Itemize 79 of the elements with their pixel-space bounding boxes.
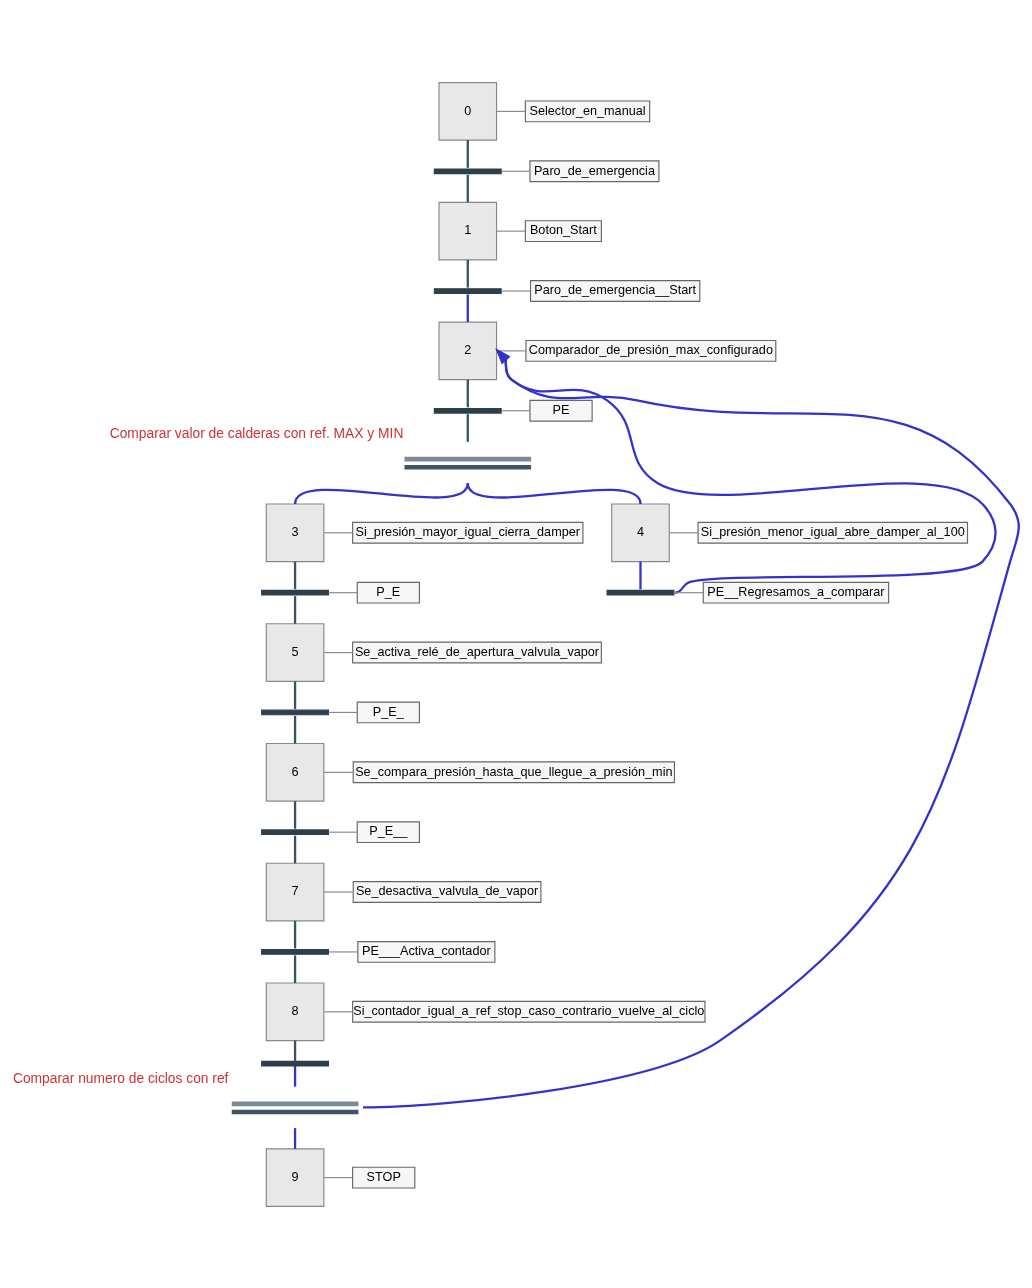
connector: [323, 1010, 353, 1012]
connector: [500, 289, 531, 292]
connector: [496, 110, 526, 112]
connector: [639, 561, 642, 589]
connector: [293, 561, 297, 589]
connector: [293, 1065, 297, 1087]
node-box: Si_presión_menor_igual_abre_damper_al_100: [697, 521, 969, 544]
connector: [500, 409, 531, 411]
node-bar: [433, 407, 502, 414]
connector: [293, 715, 297, 743]
connector: [293, 835, 297, 863]
node-box: P_E__: [356, 820, 420, 843]
node-box: Si_contador_igual_a_ref_stop_caso_contrario_vuelve_al_ciclo: [352, 1000, 706, 1023]
node-box: 7: [265, 862, 325, 921]
node-bar: [261, 1060, 330, 1066]
node-bar: [261, 828, 330, 835]
arrow: [362, 347, 1020, 1108]
node-box: 6: [265, 742, 325, 802]
connector: [293, 1127, 297, 1149]
connector: [466, 174, 469, 202]
connector: [466, 482, 642, 504]
node-box: Se_activa_relé_de_apertura_valvula_vapor: [352, 641, 602, 663]
node-box: 2: [438, 321, 498, 380]
node-box: Comparador_de_presión_max_configurado: [525, 339, 777, 362]
node-bar: [261, 709, 330, 715]
node-box: 4: [611, 502, 670, 562]
connector: [668, 531, 699, 533]
connector: [328, 591, 358, 593]
connector: [328, 950, 359, 952]
node-bar: [433, 167, 502, 174]
connector: [323, 651, 354, 653]
connector: [496, 230, 526, 232]
node-label: Comparar valor de calderas con ref. MAX y MIN: [109, 424, 404, 441]
node-box: 0: [438, 81, 498, 141]
node-box: PE___Activa_contador: [357, 940, 496, 963]
connector: [673, 591, 704, 593]
connector: [323, 531, 353, 533]
connector: [293, 595, 297, 624]
node-box: Se_compara_presión_hasta_que_llegue_a_presión_min: [352, 760, 676, 783]
node-box: 3: [265, 502, 325, 562]
connector: [328, 711, 358, 713]
connector: [323, 771, 354, 773]
connector: [466, 413, 469, 442]
connector: [466, 139, 469, 168]
node-box: P_E: [356, 581, 420, 604]
connector: [323, 1176, 354, 1178]
connector: [294, 482, 469, 504]
connector: [293, 1040, 297, 1061]
connector: [466, 379, 469, 407]
node-box: 8: [265, 981, 325, 1041]
node-box: Se_desactiva_valvula_de_vapor: [352, 880, 542, 903]
node-bar: [606, 589, 675, 596]
node-box: Paro_de_emergencia__Start: [529, 279, 701, 302]
node-box: Selector_en_manual: [524, 99, 651, 122]
connector: [293, 954, 297, 983]
node-box: STOP: [352, 1166, 416, 1189]
node-box: Si_presión_mayor_igual_cierra_damper: [352, 521, 584, 544]
connector: [293, 920, 297, 948]
node-box: 1: [438, 201, 498, 260]
connector: [323, 891, 354, 893]
node-bar: [261, 589, 330, 596]
node-box: PE__Regresamos_a_comparar: [702, 581, 890, 604]
node-box: Paro_de_emergencia: [529, 159, 660, 182]
node-label: Comparar numero de ciclos con ref: [12, 1069, 229, 1086]
connector: [293, 800, 297, 829]
connector: [500, 170, 531, 172]
node-box: 9: [265, 1147, 325, 1207]
node-box: 5: [265, 622, 325, 682]
connector: [466, 259, 469, 288]
connector: [496, 349, 527, 351]
node-bar: [261, 948, 330, 955]
node-box: PE: [529, 399, 593, 422]
connector: [293, 680, 297, 709]
connector: [328, 831, 358, 833]
node-box: P_E_: [356, 701, 420, 723]
arrow: [495, 347, 997, 594]
node-box: Boton_Start: [524, 219, 602, 242]
node-bar: [433, 287, 502, 294]
connector: [466, 293, 469, 322]
